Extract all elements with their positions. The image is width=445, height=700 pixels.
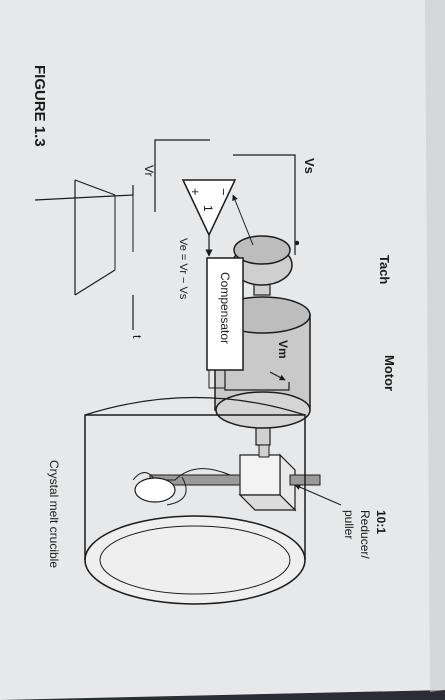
- summing-amplifier: [181, 179, 237, 237]
- reducer-label-line1: Reducer/: [358, 510, 372, 559]
- amp-minus-sign: −: [216, 188, 231, 196]
- vr-label: Vr: [142, 165, 156, 177]
- crucible: [84, 396, 306, 605]
- reducer-puller: [238, 444, 297, 512]
- vr-wire: [154, 139, 210, 212]
- time-label: t: [130, 335, 144, 339]
- tachometer: [231, 235, 293, 286]
- amp-adjust-arrow: [232, 194, 254, 246]
- reducer-label-line2: puller: [342, 510, 356, 539]
- motor-label: Motor: [382, 355, 397, 391]
- vs-wire: [233, 154, 296, 255]
- vr-waveform: [34, 179, 134, 330]
- compensator-label: Compensator: [218, 272, 232, 344]
- amp-plus-sign: +: [188, 188, 203, 196]
- figure-caption: FIGURE 1.3: [31, 65, 48, 147]
- amp-gain: 1: [201, 205, 215, 212]
- vm-arrow: [269, 371, 286, 381]
- vm-wire: [224, 370, 290, 391]
- vs-label: Vs: [302, 158, 317, 174]
- tach-dot: [294, 240, 300, 246]
- reducer-pointer: [294, 484, 342, 506]
- reducer-ratio: 10:1: [374, 510, 388, 534]
- crucible-label: Crystal melt crucible: [47, 460, 61, 568]
- vm-label: Vm: [276, 340, 290, 359]
- error-equation: Ve = Vr − Vs: [177, 238, 189, 300]
- tach-label: Tach: [377, 255, 392, 284]
